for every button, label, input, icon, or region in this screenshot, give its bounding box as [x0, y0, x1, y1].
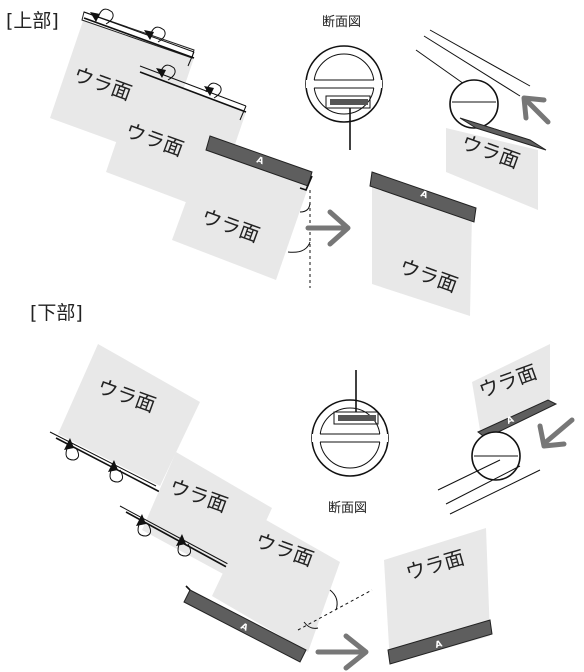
- strip-label: A: [239, 622, 250, 634]
- strip-label: A: [255, 155, 265, 167]
- binding-ring-icon: [205, 82, 222, 99]
- insert-arrow-icon: [521, 95, 551, 125]
- cross-section-icon: 断面図: [311, 370, 389, 516]
- binding-ring-icon: [137, 521, 152, 537]
- panel-bottom-result: A ウラ面: [384, 528, 493, 665]
- strip-label: A: [493, 121, 503, 133]
- binding-ring-icon: [177, 541, 192, 557]
- cross-section-icon: 断面図: [305, 15, 383, 150]
- strip-label: A: [419, 189, 429, 201]
- detail-top: A ウラ面: [415, 29, 551, 210]
- cross-section-label: 断面図: [322, 15, 361, 30]
- binding-ring-icon: [97, 8, 114, 25]
- section-title-top: [上部]: [6, 10, 59, 32]
- right-arrow-icon: [315, 633, 369, 671]
- detail-bottom: ウラ面 A: [437, 344, 575, 515]
- strip-label: A: [434, 639, 443, 651]
- right-arrow-icon: [305, 209, 351, 247]
- binding-ring-icon: [65, 445, 80, 461]
- binding-ring-icon: [159, 64, 176, 81]
- panel-top-3: A ウラ面: [172, 135, 313, 288]
- insert-arrow-icon: [537, 417, 575, 449]
- section-title-bottom: [下部]: [30, 302, 83, 324]
- binding-ring-icon: [109, 467, 124, 483]
- strip-label: A: [505, 415, 515, 427]
- panel-top-1: ウラ面: [50, 8, 195, 158]
- panel-bottom-1: ウラ面: [49, 344, 200, 493]
- binding-ring-icon: [149, 26, 166, 43]
- panel-top-result: A ウラ面: [369, 171, 477, 316]
- panel-bottom-3: ウラ面 A: [183, 512, 373, 663]
- cross-section-label: 断面図: [328, 501, 367, 516]
